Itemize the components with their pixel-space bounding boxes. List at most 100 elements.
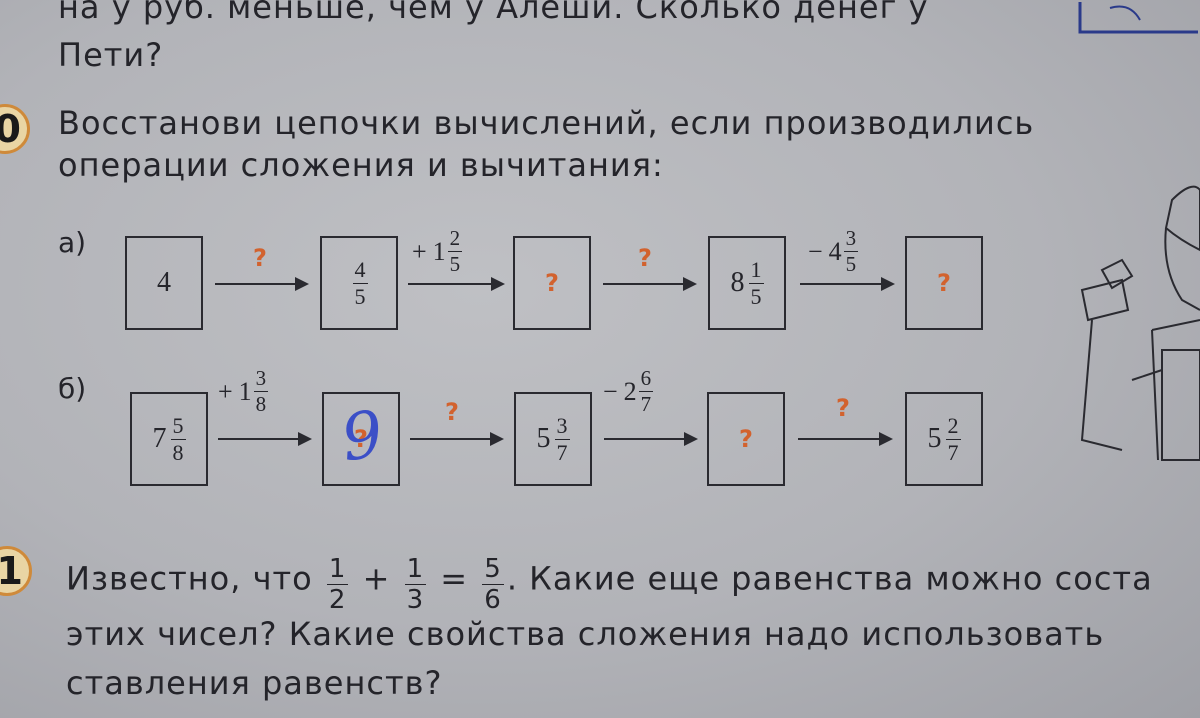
mixed-whole: 7 xyxy=(152,423,167,454)
fraction-denominator: 5 xyxy=(748,282,764,309)
task-10-line2: операции сложения и вычитания: xyxy=(58,146,664,184)
fraction-denominator: 6 xyxy=(482,584,504,615)
chain-a-box-2: 4 5 xyxy=(320,236,398,330)
chain-a-label: а) xyxy=(58,226,87,259)
equals-sign: = xyxy=(440,559,469,598)
value-text: 4 xyxy=(157,267,171,298)
fraction: 2 7 xyxy=(945,412,961,465)
operation-fraction: 6 7 xyxy=(638,366,654,416)
formula-fraction-3: 5 6 xyxy=(482,556,504,613)
task-11-rest: . Какие еще равенства можно соста xyxy=(506,559,1153,598)
task-11-number: 11 xyxy=(0,546,32,596)
chain-b-arrow-4 xyxy=(798,432,893,446)
chain-b-box-4: ? xyxy=(707,392,785,486)
chain-b-box-5: 5 2 7 xyxy=(905,392,983,486)
fraction-denominator: 2 xyxy=(326,584,349,615)
fraction-numerator: 2 xyxy=(449,226,461,250)
mixed-number: 7 5 8 xyxy=(152,412,186,465)
unknown-value: ? xyxy=(354,425,368,453)
fraction-numerator: 4 xyxy=(354,256,366,282)
handwritten-answer: 9 xyxy=(337,397,388,477)
chain-a-box-5: ? xyxy=(905,236,983,330)
chain-a-arrow-3 xyxy=(603,277,697,291)
operation-whole: 1 xyxy=(432,236,446,266)
previous-task-line2: Пети? xyxy=(58,36,164,74)
fraction-denominator: 5 xyxy=(352,282,368,309)
fraction-denominator: 5 xyxy=(843,251,859,276)
task-11-intro: Известно, что xyxy=(66,559,313,598)
chain-a-op-3-question: ? xyxy=(638,244,652,272)
fraction-numerator: 1 xyxy=(750,256,762,282)
formula-fraction-2: 1 3 xyxy=(404,554,427,615)
operation-whole: 4 xyxy=(828,236,842,266)
chain-b-op-2-question: ? xyxy=(445,398,459,426)
task-11-line2: этих чисел? Какие свойства сложения надо… xyxy=(66,615,1105,653)
operation-sign: + xyxy=(412,236,427,266)
chain-a-op-4: − 4 3 5 xyxy=(808,226,859,276)
fraction-numerator: 3 xyxy=(556,412,568,438)
fraction-numerator: 1 xyxy=(328,554,347,584)
fraction-numerator: 1 xyxy=(406,554,425,584)
mixed-number: 5 2 7 xyxy=(927,412,961,465)
chain-b-box-2: ? 9 xyxy=(322,392,400,486)
chain-b-label: б) xyxy=(58,372,87,405)
fraction-numerator: 2 xyxy=(947,412,959,438)
chain-a-arrow-1 xyxy=(215,277,309,291)
operation-fraction: 2 5 xyxy=(447,226,463,276)
fraction-numerator: 3 xyxy=(845,226,857,250)
operation-fraction: 3 5 xyxy=(843,226,859,276)
fraction-numerator: 6 xyxy=(640,366,652,390)
fraction-denominator: 7 xyxy=(554,438,570,465)
chain-a-arrow-4 xyxy=(800,277,895,291)
chain-b-box-1: 7 5 8 xyxy=(130,392,208,486)
plus-sign: + xyxy=(362,559,391,598)
operation-whole: 2 xyxy=(623,376,637,406)
chain-b-box-3: 5 3 7 xyxy=(514,392,592,486)
chain-a-box-3: ? xyxy=(513,236,591,330)
fraction-numerator: 3 xyxy=(255,366,267,390)
fraction-denominator: 5 xyxy=(447,251,463,276)
operation-sign: − xyxy=(603,376,618,406)
fraction: 5 8 xyxy=(170,412,186,465)
unknown-value: ? xyxy=(739,425,753,453)
mixed-whole: 8 xyxy=(730,267,745,298)
unknown-value: ? xyxy=(545,269,559,297)
fraction-denominator: 7 xyxy=(638,391,654,416)
operation-sign: + xyxy=(218,376,233,406)
fraction-denominator: 8 xyxy=(253,391,269,416)
chain-a-op-2: + 1 2 5 xyxy=(412,226,463,276)
pencil-mark-icon xyxy=(1078,2,1198,34)
fraction-numerator: 5 xyxy=(172,412,184,438)
previous-task-line1: на у руб. меньше, чем у Алеши. Сколько д… xyxy=(58,0,929,26)
fraction-numerator: 5 xyxy=(484,554,502,584)
unknown-value: ? xyxy=(937,269,951,297)
task-11-line1: Известно, что 1 2 + 1 3 = 5 6 . Какие ещ… xyxy=(66,552,1153,613)
operation-fraction: 3 8 xyxy=(253,366,269,416)
fraction: 3 7 xyxy=(554,412,570,465)
fraction: 4 5 xyxy=(352,256,368,309)
mixed-whole: 5 xyxy=(927,423,942,454)
chain-a-box-1: 4 xyxy=(125,236,203,330)
task-11-line3: ставления равенств? xyxy=(66,664,443,702)
chain-b-op-4-question: ? xyxy=(836,394,850,422)
chain-b-arrow-2 xyxy=(410,432,504,446)
operation-sign: − xyxy=(808,236,823,266)
task-10-number: 10 xyxy=(0,104,30,154)
chain-a-op-1-question: ? xyxy=(253,244,267,272)
task-10-line1: Восстанови цепочки вычислений, если прои… xyxy=(58,104,1035,142)
chain-b-arrow-1 xyxy=(218,432,312,446)
mixed-whole: 5 xyxy=(536,423,551,454)
chain-b-op-1: + 1 3 8 xyxy=(218,366,269,416)
mixed-number: 5 3 7 xyxy=(536,412,570,465)
fraction-denominator: 8 xyxy=(170,438,186,465)
chain-b-arrow-3 xyxy=(604,432,698,446)
fraction-denominator: 7 xyxy=(945,438,961,465)
fraction: 1 5 xyxy=(748,256,764,309)
formula-fraction-1: 1 2 xyxy=(326,554,349,615)
mixed-number: 8 1 5 xyxy=(730,256,764,309)
fraction-denominator: 3 xyxy=(404,584,427,615)
chain-a-arrow-2 xyxy=(408,277,505,291)
chain-b-op-3: − 2 6 7 xyxy=(603,366,654,416)
operation-whole: 1 xyxy=(238,376,252,406)
chain-a-box-4: 8 1 5 xyxy=(708,236,786,330)
